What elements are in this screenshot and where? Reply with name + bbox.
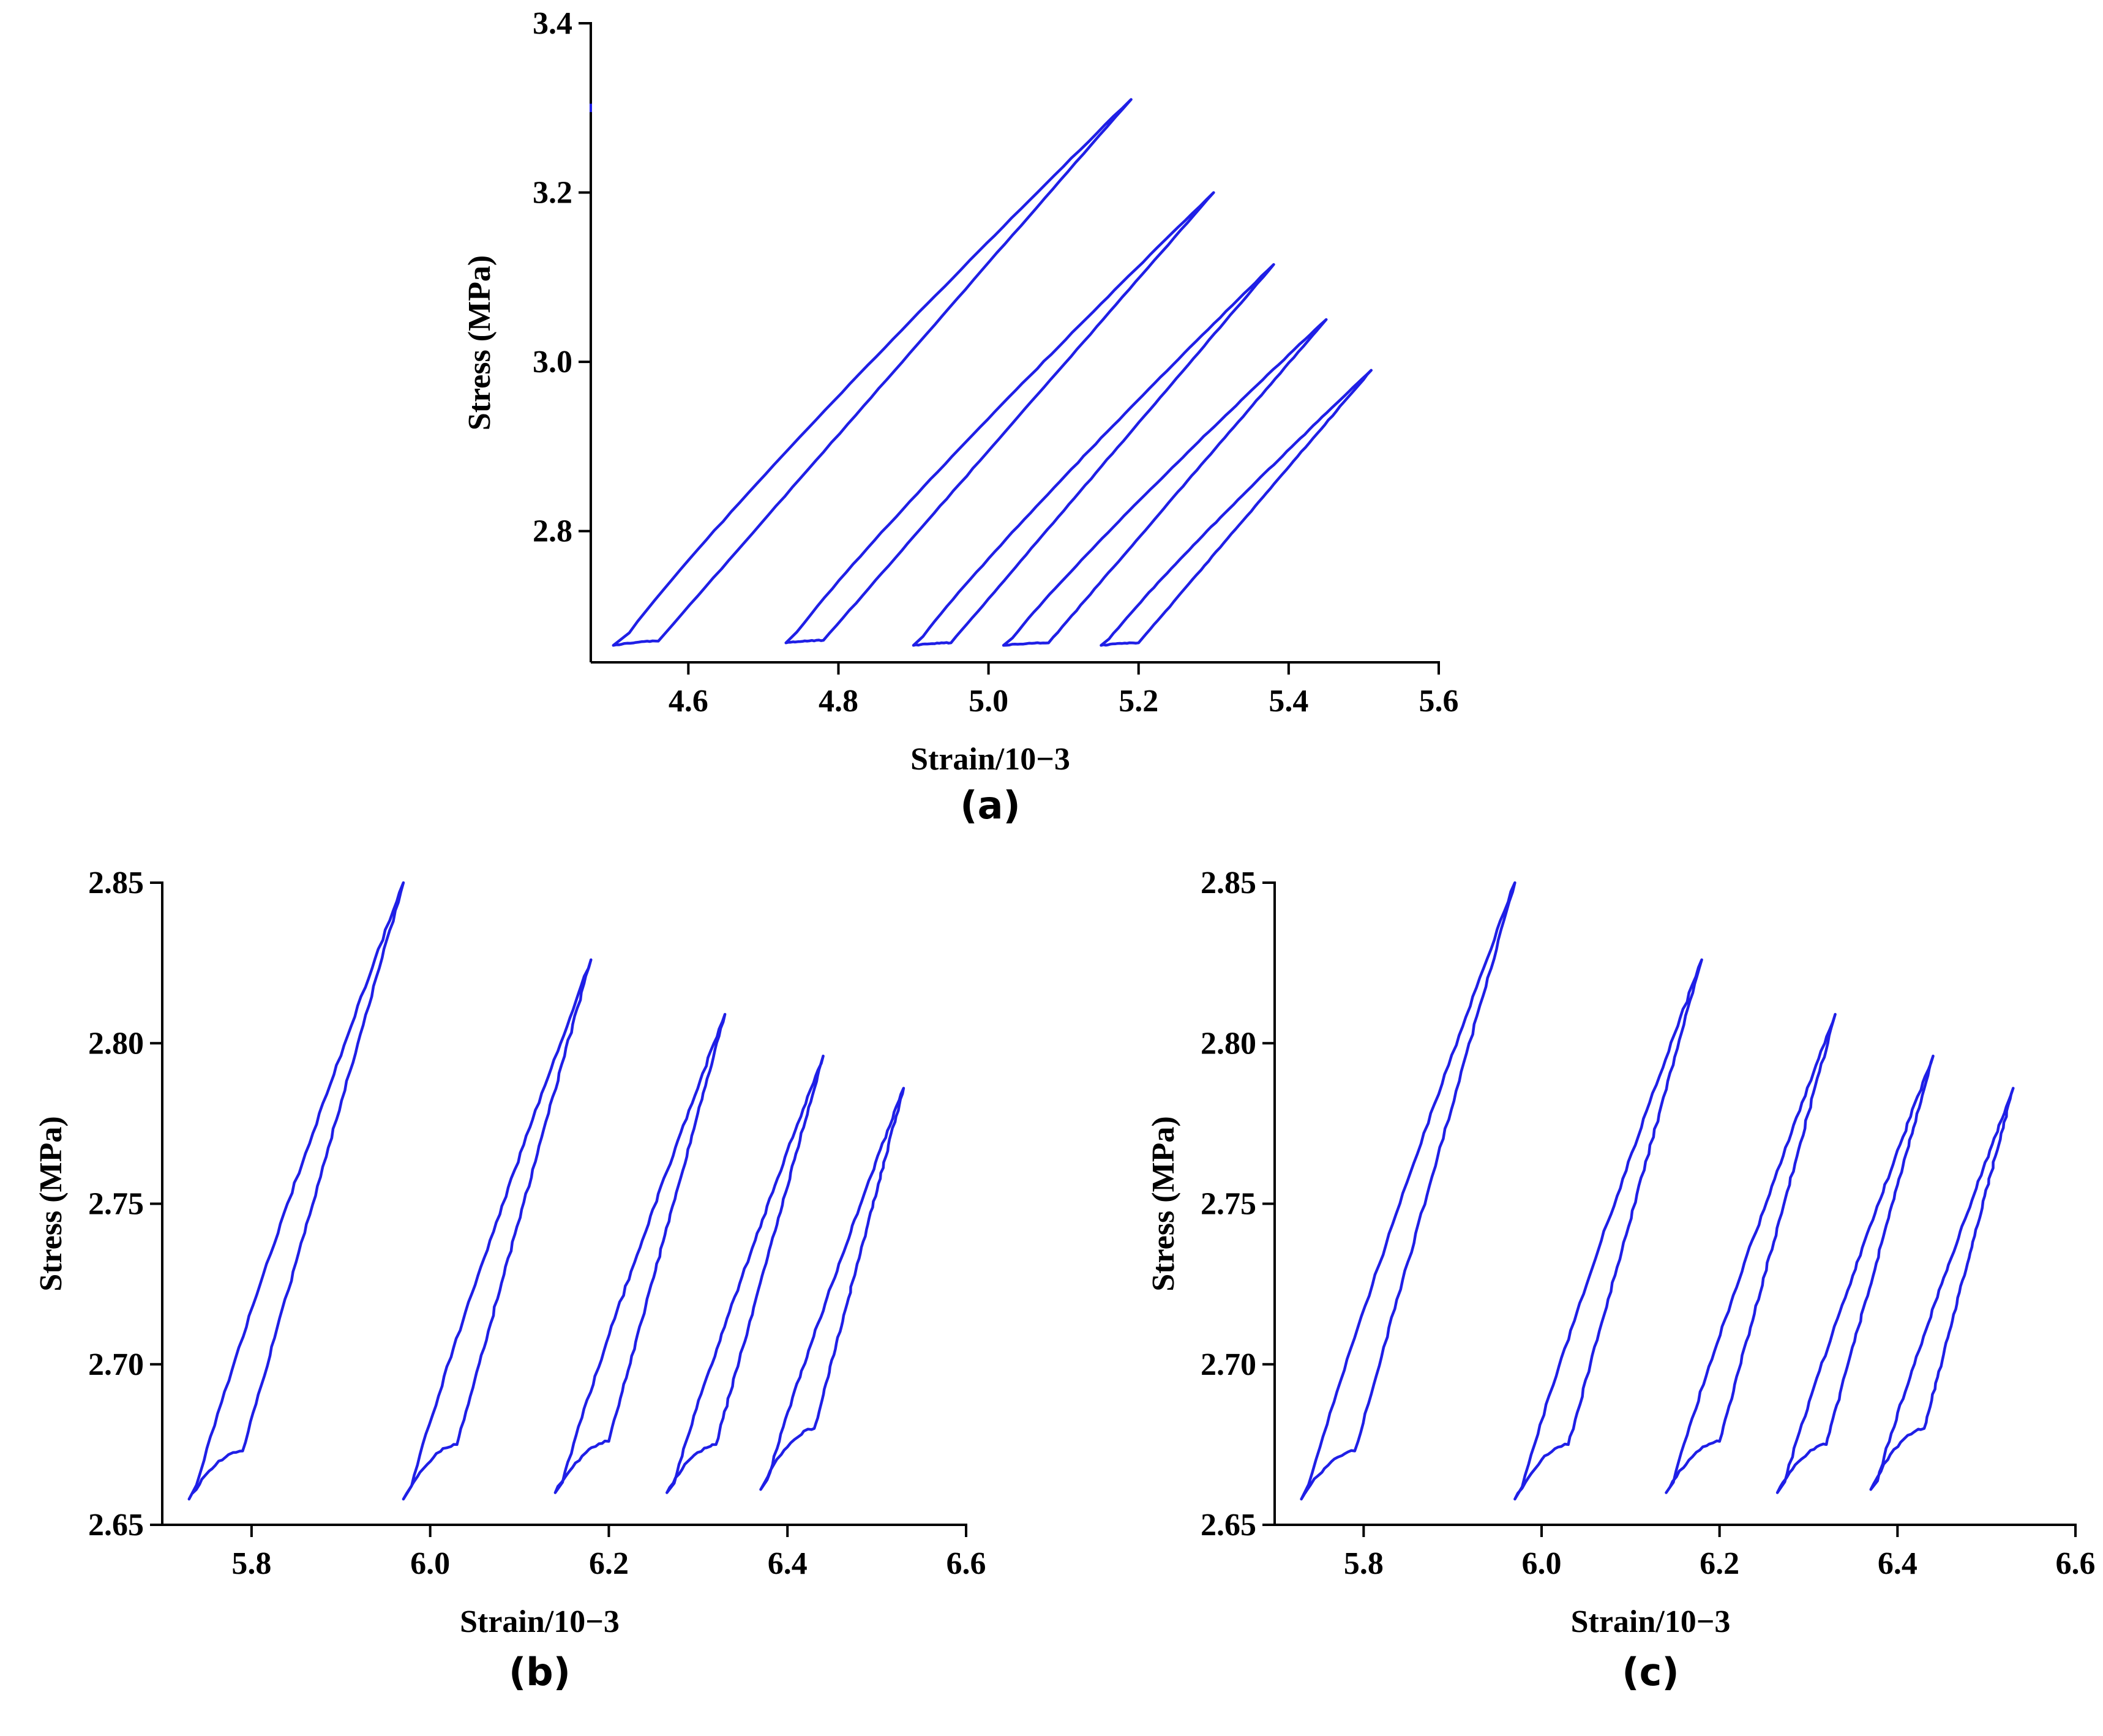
y-axis-title: Stress (MPa) [1146,1116,1181,1291]
x-tick-label: 5.8 [231,1546,271,1581]
x-axis-title: Strain/10−3 [910,742,1070,777]
y-tick-label: 3.2 [533,176,572,211]
panel-label: (a) [960,783,1021,828]
x-tick-label: 4.8 [819,684,858,719]
hysteresis-loop-4 [1775,1054,1935,1494]
hysteresis-loop-3 [553,1012,727,1494]
hysteresis-loop-3 [912,263,1275,647]
y-tick-label: 2.75 [1201,1187,1256,1222]
x-axis-title: Strain/10−3 [1571,1604,1731,1639]
x-tick-label: 6.4 [768,1546,808,1581]
hysteresis-loop-5 [1100,369,1373,647]
hysteresis-loop-4 [1002,318,1328,647]
x-tick-label: 4.6 [669,684,708,719]
panel-label: (c) [1622,1650,1679,1694]
x-tick-label: 5.8 [1344,1546,1384,1581]
panel-label: (b) [509,1650,571,1694]
hysteresis-loop-2 [784,191,1215,645]
hysteresis-loop-3 [1665,1012,1837,1494]
hysteresis-loop-5 [759,1087,905,1491]
y-tick-label: 2.75 [88,1187,144,1222]
y-tick-label: 2.65 [1201,1508,1256,1543]
y-tick-label: 2.65 [88,1508,144,1543]
y-tick-label: 2.85 [88,866,144,900]
y-tick-label: 2.8 [533,514,572,549]
y-tick-label: 2.80 [1201,1026,1256,1061]
y-tick-label: 2.80 [88,1026,144,1061]
hysteresis-loop-4 [665,1054,825,1494]
x-tick-label: 6.6 [2056,1546,2096,1581]
x-tick-label: 5.0 [969,684,1008,719]
x-axis-title: Strain/10−3 [460,1604,620,1639]
y-tick-label: 3.4 [533,6,572,41]
y-tick-label: 2.70 [88,1347,144,1382]
x-tick-label: 5.2 [1119,684,1158,719]
hysteresis-loop-5 [1869,1087,2015,1491]
hysteresis-loop-2 [1513,958,1703,1501]
y-tick-label: 2.70 [1201,1347,1256,1382]
x-tick-label: 6.2 [1700,1546,1739,1581]
x-tick-label: 6.6 [947,1546,986,1581]
x-tick-label: 6.0 [410,1546,450,1581]
hysteresis-loop-1 [1300,881,1516,1501]
y-axis-title: Stress (MPa) [34,1116,69,1291]
hysteresis-loop-1 [612,98,1133,647]
y-tick-label: 2.85 [1201,866,1256,900]
chart-panel-1: 5.8 6.0 6.2 6.4 6.6 2.65 2.70 2.75 2.80 2.85Strai… [34,866,986,1694]
x-tick-label: 6.0 [1522,1546,1562,1581]
y-axis-title: Stress (MPa) [462,255,497,430]
x-tick-label: 5.4 [1269,684,1308,719]
x-tick-label: 6.2 [589,1546,629,1581]
x-tick-label: 5.6 [1419,684,1459,719]
chart-panel-2: 5.8 6.0 6.2 6.4 6.6 2.65 2.70 2.75 2.80 2.85Strai… [1146,866,2096,1694]
x-tick-label: 6.4 [1878,1546,1917,1581]
hysteresis-loop-2 [402,958,593,1501]
chart-panel-0: 4.6 4.8 5.0 5.2 5.4 5.6 2.8 3.0 3.2 3.4Strain/10−… [462,6,1459,828]
hysteresis-loop-1 [187,881,405,1501]
y-tick-label: 3.0 [533,345,572,380]
